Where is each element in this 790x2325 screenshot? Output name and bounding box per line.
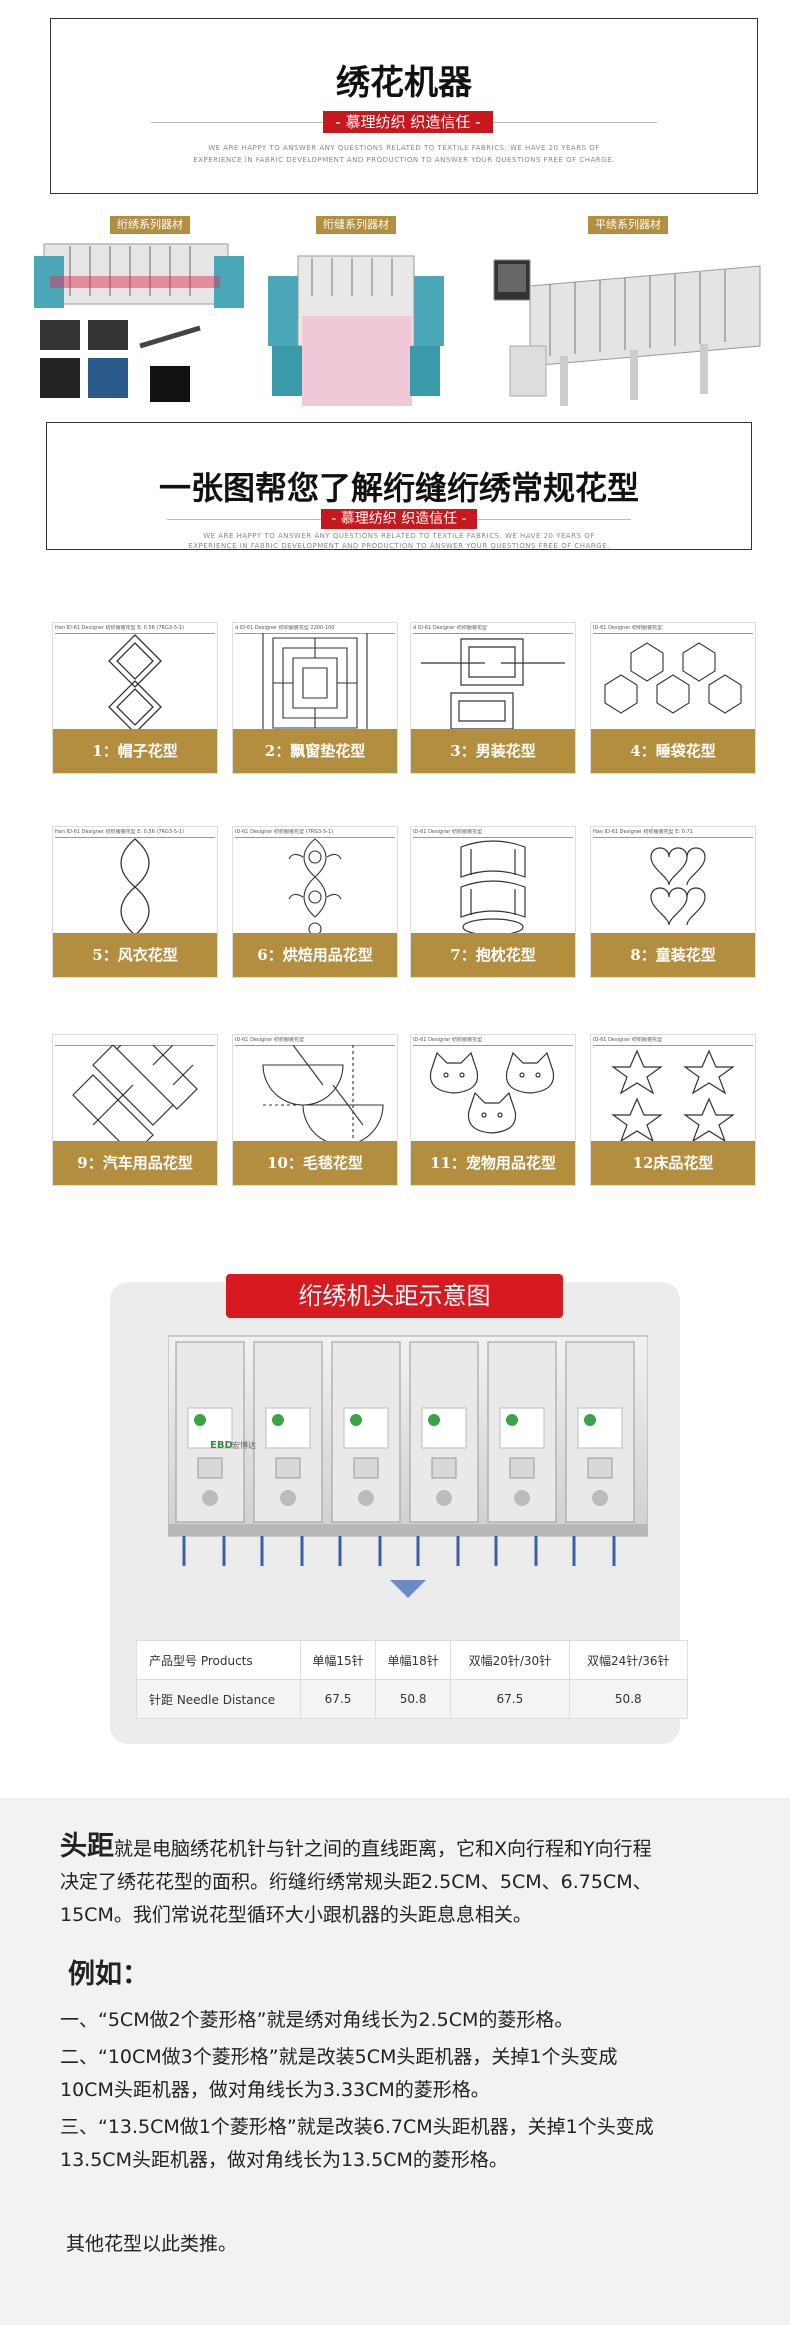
table-cell: 67.5 [299, 1679, 377, 1719]
example-item: 三、“13.5CM做1个菱形格”就是改装6.7CM头距机器，关掉1个头变成 [60, 2116, 654, 2138]
header-box-machines: 绣花机器 - 慕理纺织 织造信任 - WE ARE HAPPY TO ANSWE… [50, 18, 758, 194]
machine-image-quilting-embroidery [34, 243, 244, 402]
example-item: 10CM头距机器，做对角线长为3.33CM的菱形格。 [60, 2079, 490, 2101]
pattern-caption: 9：汽车用品花型 [53, 1141, 217, 1185]
pattern-fan-blanket [262, 1045, 384, 1145]
header-box-patterns: 一张图帮您了解绗缝绗绣常规花型 - 慕理纺织 织造信任 - WE ARE HAP… [46, 422, 752, 550]
pattern-caption: 7：抱枕花型 [411, 933, 575, 977]
tiny-text-2: EXPERIENCE IN FABRIC DEVELOPMENT AND PRO… [193, 156, 615, 164]
pattern-weave-car [72, 1045, 198, 1145]
tile-header: ID-61 Designer 纺织服装花型 (7RG3-5-1) [235, 829, 395, 838]
pattern-cat-pet [429, 1051, 555, 1134]
paragraph-line: 就是电脑绣花机针与针之间的直线距离，它和X向行程和Y向行程 [114, 1838, 652, 1860]
pattern-tile: ID-61 Designer 纺织服装花型 4：睡袋花型 [590, 622, 756, 774]
section-title: 一张图帮您了解绗缝绗绣常规花型 [158, 469, 639, 507]
paragraph-head-distance: 头距就是电脑绣花机针与针之间的直线距离，它和X向行程和Y向行程 决定了绣花花型的… [60, 1830, 750, 1932]
pattern-squares-menswear [421, 638, 565, 730]
pattern-tile: d ID-61 Designer 纺织服装花型 2200-100 2：飘窗垫花型 [232, 622, 398, 774]
pattern-caption: 6：烘焙用品花型 [233, 933, 397, 977]
brand-logo-text: EBD [210, 1440, 233, 1451]
term-bold: 头距 [60, 1831, 114, 1862]
pattern-heart-kidswear [650, 847, 706, 926]
pattern-caption: 5：风衣花型 [53, 933, 217, 977]
machine-label-3: 平绣系列器材 [588, 216, 668, 234]
pattern-tile: ID-61 Designer 纺织服装花型 10：毛毯花型 [232, 1034, 398, 1186]
tile-header: Han ID-61 Designer 纺织服装花型 E: 0.71 [593, 829, 753, 838]
paragraph-line: 15CM。我们常说花型循环大小跟机器的头距息息相关。 [60, 1904, 532, 1926]
example-item: 13.5CM头距机器，做对角线长为13.5CM的菱形格。 [60, 2149, 508, 2171]
slogan-bar: - 慕理纺织 织造信任 - [323, 111, 493, 133]
brand-sub-text: 宏博达 [232, 1441, 256, 1450]
pattern-tile: d ID-61 Designer 纺织服装花型 3：男装花型 [410, 622, 576, 774]
example-item: 二、“10CM做3个菱形格”就是改装5CM头距机器，关掉1个头变成 [60, 2046, 618, 2068]
pattern-floral-baking [288, 838, 342, 936]
example-list: 一、“5CM做2个菱形格”就是绣对角线长为2.5CM的菱形格。 二、“10CM做… [60, 2004, 750, 2177]
pattern-caption: 1：帽子花型 [53, 729, 217, 773]
tile-header: ID-61 Designer 纺织服装花型 [593, 1037, 753, 1046]
table-cell: 单幅15针 [299, 1640, 377, 1680]
pattern-hexagon-sleeping-bag [604, 642, 742, 714]
pattern-pillow [460, 840, 526, 936]
head-distance-title: 绗绣机头距示意图 [226, 1274, 563, 1318]
pattern-maze-window [262, 633, 368, 733]
pattern-grid: Han ID-61 Designer 纺织服装花型 E: 0.56 (7RG3-… [0, 610, 790, 1230]
section-title: 绣花机器 [336, 63, 472, 103]
pattern-caption: 10：毛毯花型 [233, 1141, 397, 1185]
table-row: 针距 Needle Distance 67.5 50.8 67.5 50.8 [136, 1679, 689, 1719]
table-cell: 50.8 [568, 1679, 689, 1719]
pattern-tile: ID-61 Designer 纺织服装花型 11：宠物用品花型 [410, 1034, 576, 1186]
pattern-caption: 12床品花型 [591, 1141, 755, 1185]
pattern-diamond-hat [108, 634, 162, 733]
pattern-tile: ID-61 Designer 纺织服装花型 (7RG3-5-1) 6：烘焙用品花… [232, 826, 398, 978]
tile-header: d ID-61 Designer 纺织服装花型 2200-100 [235, 625, 395, 634]
tile-header: ID-61 Designer 纺织服装花型 [593, 625, 753, 634]
pattern-tile: Han ID-61 Designer 纺织服装花型 E: 0.56 (7RG3-… [52, 826, 218, 978]
table-cell: 单幅18针 [375, 1640, 452, 1680]
table-cell: 产品型号 Products [136, 1640, 301, 1680]
tiny-text-2: EXPERIENCE IN FABRIC DEVELOPMENT AND PRO… [188, 542, 610, 550]
slogan-bar: - 慕理纺织 织造信任 - [321, 509, 477, 529]
machine-image-flat-embroidery [493, 259, 761, 406]
explanation-section: 头距就是电脑绣花机针与针之间的直线距离，它和X向行程和Y向行程 决定了绣花花型的… [0, 1798, 790, 2325]
embroidery-heads-image [168, 1335, 648, 1598]
tile-header: Han ID-61 Designer 纺织服装花型 E: 0.56 (7RG3-… [55, 829, 215, 838]
pattern-tile: Han ID-61 Designer 纺织服装花型 E: 0.56 (7RG3-… [52, 622, 218, 774]
pattern-tile: ID-61 Designer 纺织服装花型 7：抱枕花型 [410, 826, 576, 978]
pattern-star-bedding [611, 1049, 735, 1143]
example-item: 一、“5CM做2个菱形格”就是绣对角线长为2.5CM的菱形格。 [60, 2009, 574, 2031]
machine-label-1: 绗绣系列器材 [110, 216, 190, 234]
example-title: 例如： [68, 1959, 149, 1990]
closing-text: 其他花型以此类推。 [66, 2233, 238, 2255]
pattern-caption: 4：睡袋花型 [591, 729, 755, 773]
tiny-text-1: WE ARE HAPPY TO ANSWER ANY QUESTIONS REL… [203, 532, 595, 540]
tile-header: d ID-61 Designer 纺织服装花型 [413, 625, 573, 634]
table-cell: 50.8 [375, 1679, 452, 1719]
pattern-caption: 2：飘窗垫花型 [233, 729, 397, 773]
tile-header: ID-61 Designer 纺织服装花型 [413, 1037, 573, 1046]
pattern-tile: Han ID-61 Designer 纺织服装花型 E: 0.71 8：童装花型 [590, 826, 756, 978]
pattern-leaf-windbreaker [120, 838, 150, 936]
pattern-tile: 9：汽车用品花型 [52, 1034, 218, 1186]
machine-label-2: 绗缝系列器材 [316, 216, 396, 234]
needle-distance-table: 产品型号 Products 单幅15针 单幅18针 双幅20针/30针 双幅24… [136, 1640, 689, 1719]
table-cell: 双幅20针/30针 [450, 1640, 570, 1680]
table-cell: 针距 Needle Distance [136, 1679, 301, 1719]
pattern-caption: 11：宠物用品花型 [411, 1141, 575, 1185]
tile-header: ID-61 Designer 纺织服装花型 [413, 829, 573, 838]
tile-header: Han ID-61 Designer 纺织服装花型 E: 0.56 (7RG3-… [55, 625, 215, 634]
table-cell: 双幅24针/36针 [568, 1640, 689, 1680]
table-cell: 67.5 [450, 1679, 570, 1719]
pattern-caption: 3：男装花型 [411, 729, 575, 773]
tile-header [55, 1037, 215, 1046]
tiny-text-1: WE ARE HAPPY TO ANSWER ANY QUESTIONS REL… [208, 144, 600, 152]
pattern-caption: 8：童装花型 [591, 933, 755, 977]
pattern-tile: ID-61 Designer 纺织服装花型 12床品花型 [590, 1034, 756, 1186]
table-row: 产品型号 Products 单幅15针 单幅18针 双幅20针/30针 双幅24… [136, 1640, 689, 1680]
machine-image-quilting [268, 255, 444, 406]
paragraph-line: 决定了绣花花型的面积。绗缝绗绣常规头距2.5CM、5CM、6.75CM、 [60, 1871, 652, 1893]
tile-header: ID-61 Designer 纺织服装花型 [235, 1037, 395, 1046]
machines-row: 绗绣系列器材 绗缝系列器材 平绣系列器材 [30, 210, 770, 410]
